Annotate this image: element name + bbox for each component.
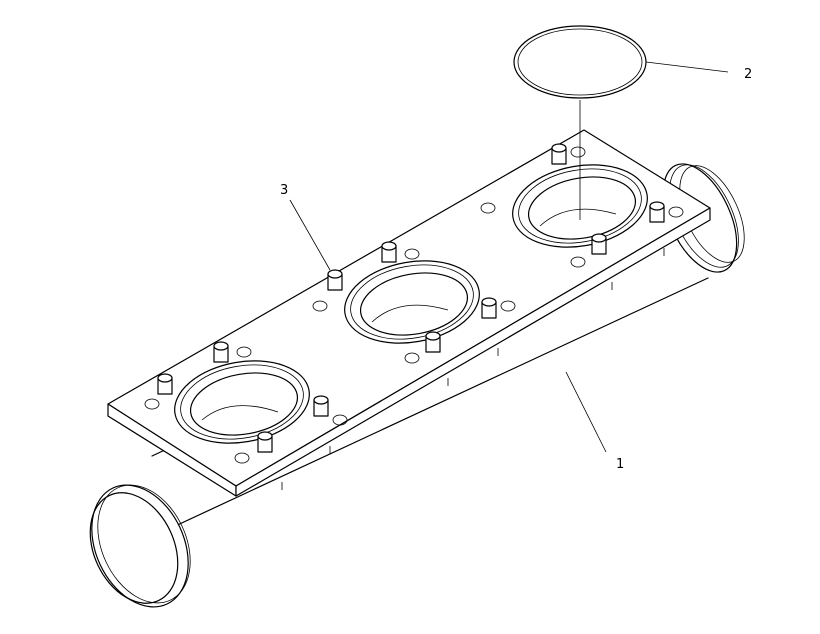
bolt-holes xyxy=(144,146,684,464)
callout-2: 2 xyxy=(645,61,752,82)
port-middle xyxy=(344,260,480,344)
underside-bolts xyxy=(281,248,665,490)
tube-left-end-cap xyxy=(89,484,191,608)
callout-1: 1 xyxy=(565,371,624,472)
callout-label-3: 3 xyxy=(280,183,288,198)
callout-label-1: 1 xyxy=(616,457,624,472)
port-left xyxy=(174,360,310,444)
callout-3: 3 xyxy=(280,183,331,271)
port-right xyxy=(512,164,648,248)
dowel-pins xyxy=(157,143,665,453)
callout-label-2: 2 xyxy=(744,67,752,82)
manifold-plate xyxy=(107,129,711,497)
